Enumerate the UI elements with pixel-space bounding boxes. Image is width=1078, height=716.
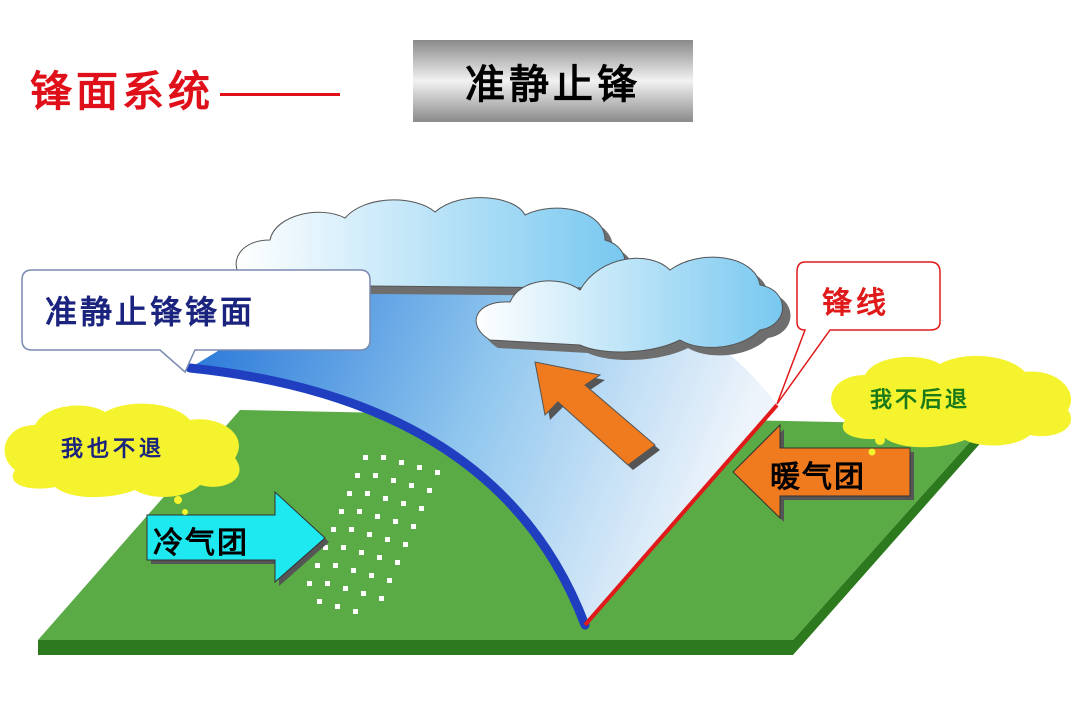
ground-side [38, 640, 793, 655]
rising-arrow [534, 361, 660, 470]
cold-speech-cloud [4, 403, 240, 515]
rain-dots [307, 455, 440, 614]
warm-speech-cloud [831, 355, 1072, 456]
title-box: 准静止锋 [413, 40, 693, 122]
warm-air-label: 暖气团 [770, 460, 866, 495]
cloud-right [475, 256, 791, 360]
cold-air-arrow [146, 490, 329, 586]
heading-dash [220, 93, 341, 96]
system-heading: 锋面系统 [30, 58, 341, 119]
cold-air-label: 冷气团 [153, 526, 249, 561]
warm-speech-text: 我不后退 [870, 388, 971, 413]
front-line-callout [776, 261, 941, 405]
system-label: 锋面系统 [30, 67, 215, 116]
page-title: 准静止锋 [465, 62, 641, 108]
front-surface-edge [185, 363, 590, 630]
front-surface-label: 准静止锋锋面 [45, 293, 256, 331]
front-line [583, 403, 779, 627]
front-line-label: 锋线 [822, 286, 890, 321]
ground-side-right [793, 425, 985, 655]
front-surface-callout [21, 269, 371, 374]
cold-speech-text: 我也不退 [60, 437, 165, 462]
